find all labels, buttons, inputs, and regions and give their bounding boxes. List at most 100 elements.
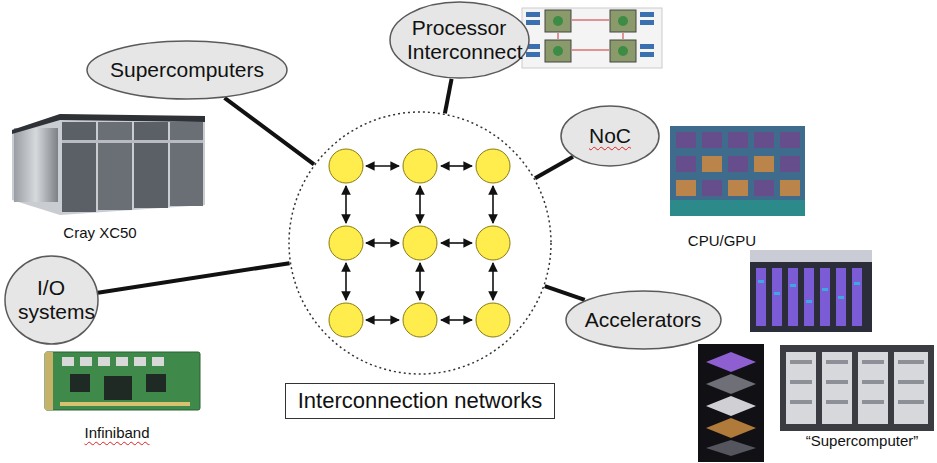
accelerator-racks: [758, 280, 860, 303]
infiniband-card: [62, 357, 164, 366]
cray-cabinets: [170, 122, 203, 206]
router-dot: [329, 149, 510, 337]
router-dot: [403, 226, 437, 260]
ellipse-label: Supercomputers: [110, 58, 264, 82]
chip-die: [670, 126, 805, 216]
processor-board: [545, 40, 571, 62]
server-cabinets: [822, 352, 852, 424]
router-dot: [329, 303, 363, 337]
accelerator-racks: [756, 268, 862, 326]
chip-die: [676, 180, 696, 196]
image-caption: “Supercomputer”: [806, 432, 919, 449]
accelerator-racks: [772, 268, 782, 326]
processor-board: [572, 20, 609, 21]
ellipse-label: Processor Interconnect: [407, 16, 511, 63]
chip-die: [754, 180, 774, 196]
accelerator-racks: [836, 268, 846, 326]
text-stack: Accelerators: [585, 308, 702, 332]
infiniband-card: [60, 402, 190, 406]
chip-die: [702, 180, 722, 196]
accelerator-racks: [758, 280, 764, 283]
chip-stack: [706, 396, 756, 416]
router-dot: [476, 226, 510, 260]
processor-board: [640, 20, 654, 25]
accelerator-racks: [822, 288, 828, 291]
router-dot: [403, 303, 437, 337]
ellipse-shape: [5, 256, 98, 344]
cray-cabinets: [62, 140, 203, 143]
cray-cabinets: [98, 122, 132, 210]
image-caption: Cray XC50: [63, 224, 136, 241]
processor-board: [558, 20, 623, 50]
chip-stack: [706, 440, 756, 456]
dotted-circle: [288, 111, 552, 375]
connector-line: [535, 157, 573, 178]
processor-board: [526, 52, 540, 57]
processor-board: [553, 16, 563, 26]
infiniband-card: [45, 352, 200, 410]
mesh-links: [366, 165, 399, 167]
category-ellipse: Processor Interconnect: [389, 1, 530, 79]
mesh-links: [441, 319, 472, 321]
network-circle: Interconnection networks: [288, 111, 552, 375]
cray-cabinets: [12, 114, 205, 134]
chip-die: [670, 126, 805, 216]
router-dot: [476, 303, 510, 337]
server-cabinets: [898, 400, 924, 404]
chip-die: [728, 156, 748, 172]
server-cabinets: [826, 380, 848, 384]
chip-die: [702, 132, 722, 148]
infiniband-card: [62, 357, 74, 366]
mesh-links: [492, 263, 494, 300]
server-cabinets: [790, 400, 812, 404]
processor-board: [572, 50, 609, 51]
router-dot: [476, 149, 510, 183]
chip-die: [754, 132, 774, 148]
connector-line: [98, 263, 290, 293]
processor-board: [610, 10, 636, 32]
accelerator-racks: [756, 268, 766, 326]
processor-board: [522, 8, 662, 68]
chip-stack: [706, 418, 756, 438]
category-ellipse: Accelerators: [565, 290, 722, 350]
infiniband-card: [98, 357, 110, 366]
processor-board: [553, 46, 563, 56]
processor-board: [522, 8, 662, 68]
chip-die: [676, 156, 696, 172]
connector-line: [225, 98, 315, 164]
ellipse-label: Accelerators: [585, 308, 702, 332]
mesh-links: [366, 242, 399, 244]
router-dot: [329, 226, 363, 260]
connector-line: [445, 79, 452, 114]
cray-cabinets: [62, 122, 96, 212]
server-cabinets: [786, 352, 816, 424]
server-cabinets: [786, 352, 928, 424]
chip-die: [676, 132, 696, 148]
infiniband-card: [45, 352, 200, 410]
server-cabinets: [826, 400, 848, 404]
chip-die: [702, 156, 722, 172]
accelerator-racks: [820, 268, 830, 326]
processor-board: [618, 16, 628, 26]
mesh-links: [441, 165, 472, 167]
processor-board: [558, 33, 559, 39]
image-caption: CPU/GPU: [688, 232, 756, 249]
accelerator-racks: [804, 268, 814, 326]
chip-die: [728, 180, 748, 196]
mesh-links: [346, 166, 493, 320]
chip-die: [780, 156, 800, 172]
text-stack: Processor Interconnect: [407, 16, 511, 63]
text-stack: NoC: [589, 124, 631, 148]
chip-die: [780, 132, 800, 148]
cray-cabinets: [12, 114, 205, 215]
chip-die: [676, 132, 800, 196]
processor-board: [545, 10, 636, 62]
chip-die: [754, 156, 774, 172]
server-cabinets: [862, 360, 884, 364]
processor-board: [526, 12, 540, 17]
chip-die: [728, 132, 748, 148]
network-label: Interconnection networks: [285, 383, 556, 419]
server-cabinets: [826, 360, 848, 364]
server-cabinets: [780, 345, 934, 431]
dotted-outline: [289, 112, 551, 374]
